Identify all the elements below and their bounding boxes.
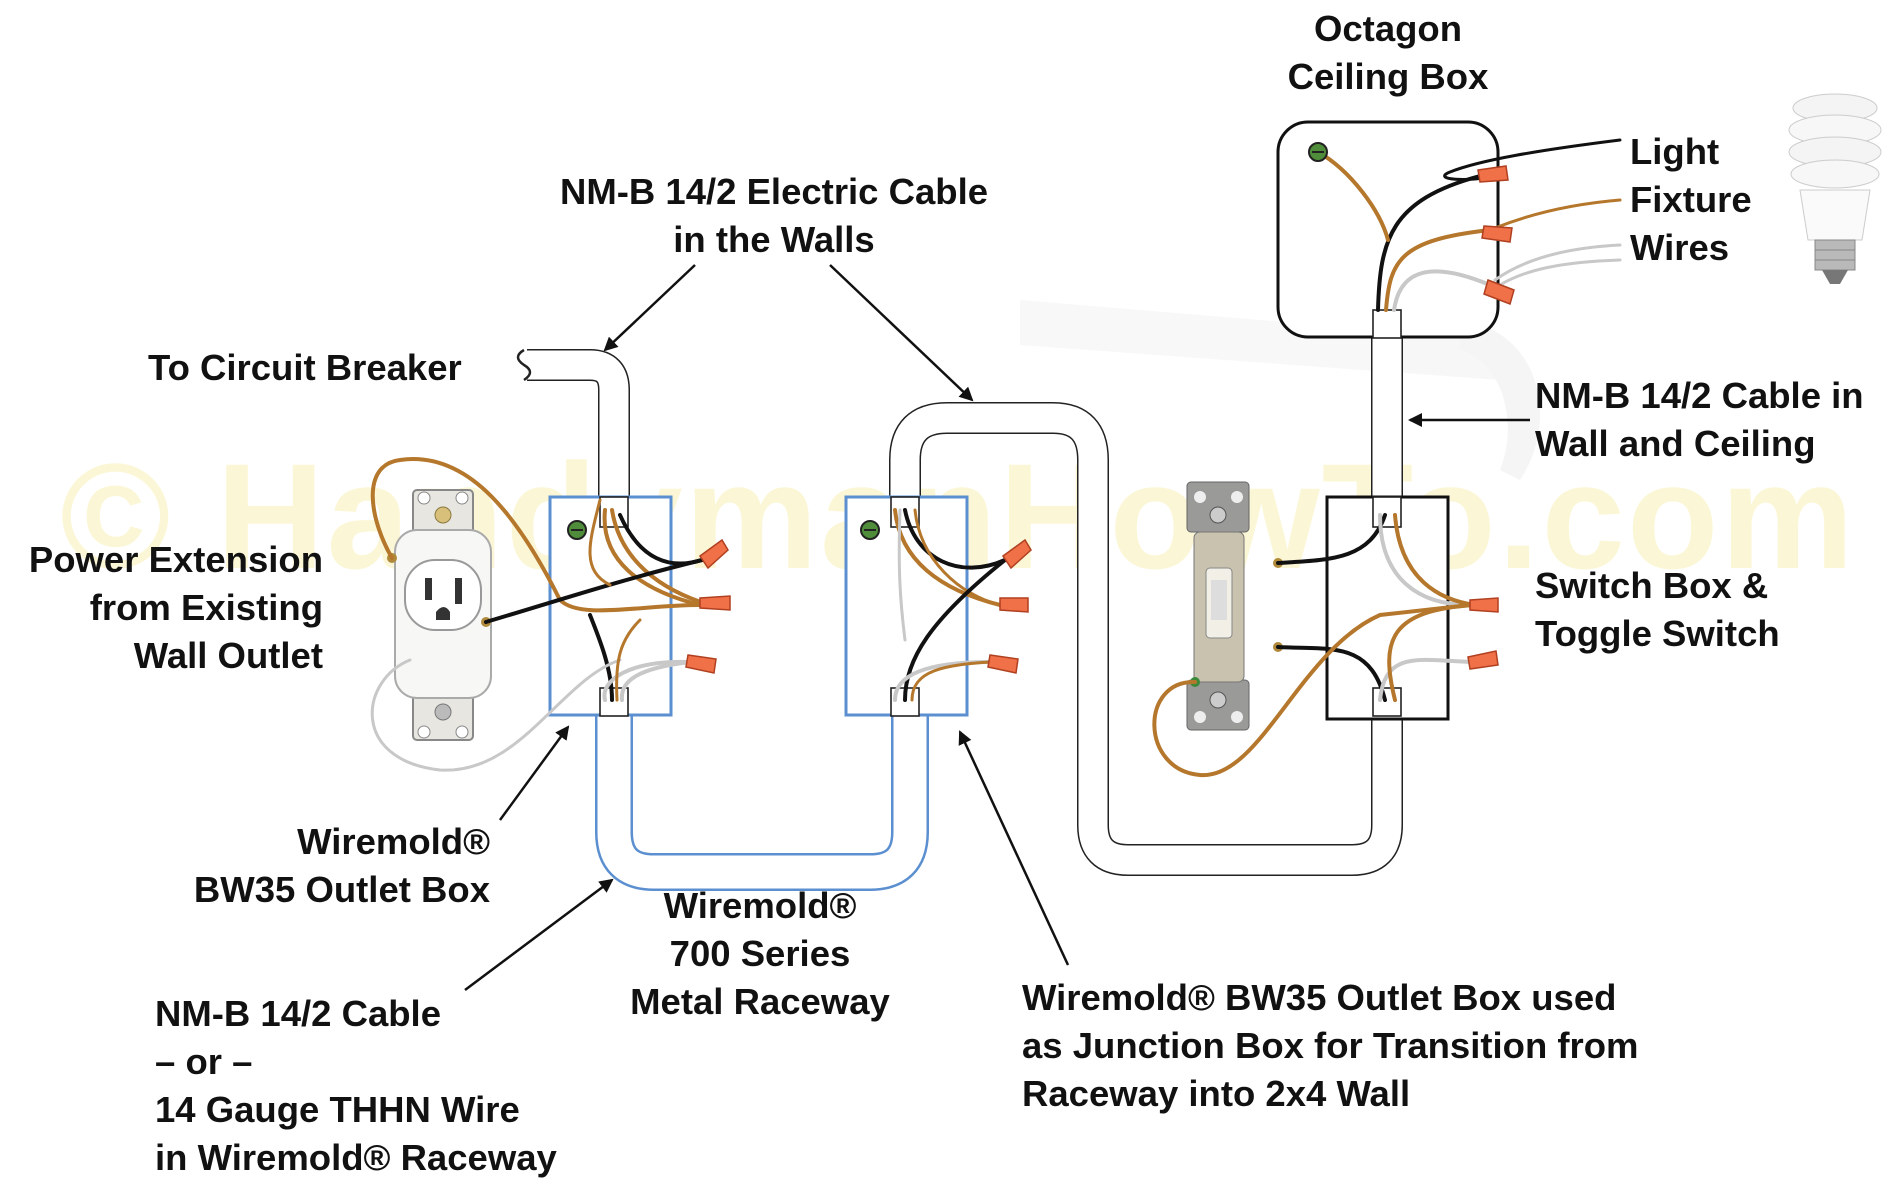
label-bw35-outlet-box: Wiremold® BW35 Outlet Box <box>150 818 490 914</box>
label-line: Metal Raceway <box>630 981 890 1022</box>
label-power-extension: Power Extension from Existing Wall Outle… <box>0 536 323 680</box>
label-line: Wiremold® <box>297 821 490 862</box>
label-octagon-ceiling-box: Octagon Ceiling Box <box>1262 5 1514 101</box>
label-line: Raceway into 2x4 Wall <box>1022 1073 1411 1114</box>
label-line: Ceiling Box <box>1287 56 1489 97</box>
label-nmb-cable-walls: NM-B 14/2 Electric Cable in the Walls <box>534 168 1014 264</box>
label-line: 700 Series <box>669 933 851 974</box>
wire-nuts <box>685 165 1515 674</box>
label-700-series-raceway: Wiremold® 700 Series Metal Raceway <box>605 882 915 1026</box>
label-line: Power Extension <box>28 539 323 580</box>
label-line: Switch Box & <box>1535 565 1769 606</box>
label-line: BW35 Outlet Box <box>193 869 490 910</box>
label-light-fixture-wires: Light Fixture Wires <box>1630 128 1752 272</box>
label-nmb-wall-ceiling: NM-B 14/2 Cable in Wall and Ceiling <box>1535 372 1864 468</box>
label-line: NM-B 14/2 Cable in <box>1535 375 1864 416</box>
cable-stubs <box>599 309 1402 717</box>
label-junction-box: Wiremold® BW35 Outlet Box used as Juncti… <box>1022 974 1639 1118</box>
label-line: Light <box>1630 131 1720 172</box>
wiremold-raceway <box>595 700 929 891</box>
label-line: from Existing <box>89 587 323 628</box>
label-line: Wiremold® <box>663 885 857 926</box>
label-switch-box: Switch Box & Toggle Switch <box>1535 562 1780 658</box>
label-line: Toggle Switch <box>1535 613 1780 654</box>
label-line: NM-B 14/2 Cable <box>155 993 441 1034</box>
label-line: NM-B 14/2 Electric Cable <box>559 171 989 212</box>
wires <box>370 138 1622 778</box>
label-line: Wires <box>1630 227 1730 268</box>
annotation-arrows <box>464 264 1530 992</box>
label-line: – or – <box>155 1041 253 1082</box>
nmb-cable-breaker <box>516 348 630 525</box>
ground-screws <box>567 142 1328 540</box>
cfl-bulb-icon <box>1788 93 1882 284</box>
toggle-switch <box>1186 481 1283 731</box>
label-line: Wall Outlet <box>133 635 323 676</box>
label-line: Wiremold® BW35 Outlet Box used <box>1022 977 1617 1018</box>
label-line: Fixture <box>1630 179 1752 220</box>
label-line: as Junction Box for Transition from <box>1022 1025 1639 1066</box>
label-line: in the Walls <box>673 219 875 260</box>
label-line: 14 Gauge THHN Wire <box>155 1089 520 1130</box>
label-line: Wall and Ceiling <box>1535 423 1816 464</box>
label-line: in Wiremold® Raceway <box>155 1137 557 1178</box>
label-nmb-raceway-wire: NM-B 14/2 Cable – or – 14 Gauge THHN Wir… <box>155 990 557 1182</box>
label-line: Octagon <box>1313 8 1463 49</box>
label-circuit-breaker: To Circuit Breaker <box>148 347 462 388</box>
nmb-cable-wall-loop <box>889 402 1403 876</box>
wall-outlet <box>387 489 492 741</box>
